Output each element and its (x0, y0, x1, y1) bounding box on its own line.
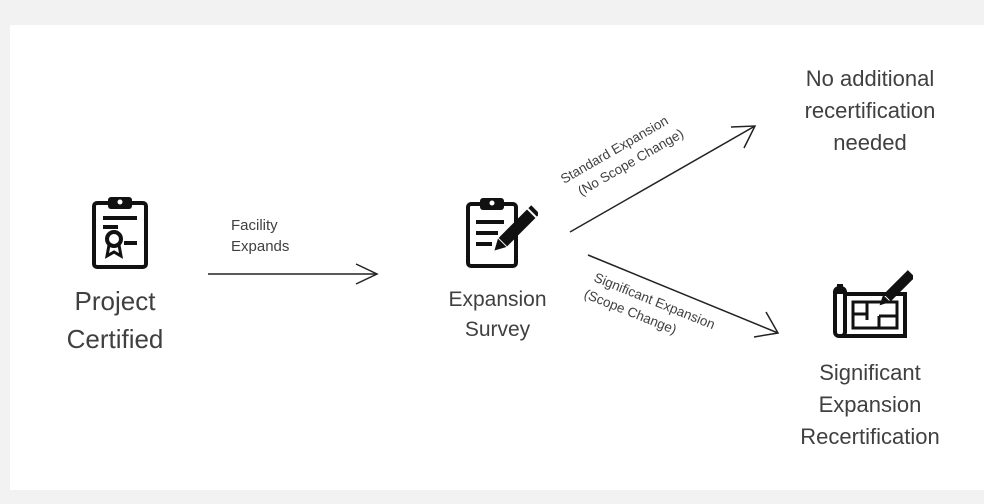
significant-expansion-arrow (587, 254, 780, 338)
significant-expansion-recertification-label: Significant Expansion Recertification (800, 360, 940, 449)
blueprint-pencil-icon (833, 270, 913, 338)
facility-expands-label: Facility Expands (231, 217, 290, 255)
clipboard-pencil-icon (466, 198, 538, 268)
standard-expansion-label: Standard Expansion (No Scope Change) (558, 113, 686, 199)
project-certified-label: Project Certified (66, 286, 164, 354)
no-additional-recertification-label: No additional recertification needed (804, 66, 936, 155)
facility-expands-arrow (208, 263, 379, 285)
certificate-clipboard-icon (92, 197, 148, 269)
expansion-survey-label: Expansion Survey (448, 288, 547, 341)
standard-expansion-arrow (569, 125, 757, 233)
diagram-panel (10, 25, 984, 490)
